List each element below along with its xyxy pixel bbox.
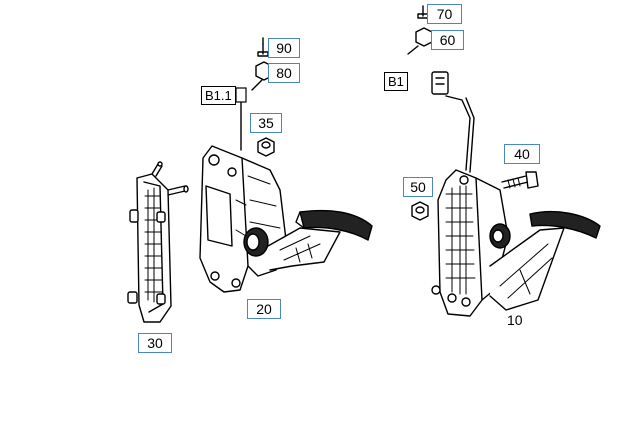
part-30-mounting-plate [127, 161, 189, 323]
callout-30[interactable]: 30 [138, 333, 172, 353]
part-90-contact-pin [257, 37, 269, 57]
part-50-nut [411, 201, 429, 221]
part-60-connector-housing [407, 27, 433, 55]
callout-35[interactable]: 35 [250, 113, 282, 133]
connector-b1[interactable]: B1 [384, 72, 408, 91]
callout-90[interactable]: 90 [268, 38, 300, 58]
callout-10[interactable]: 10 [507, 312, 523, 328]
callout-70[interactable]: 70 [427, 4, 462, 24]
callout-60[interactable]: 60 [431, 30, 464, 50]
connector-b1-1[interactable]: B1.1 [201, 86, 236, 105]
callout-20[interactable]: 20 [247, 299, 281, 319]
callout-50[interactable]: 50 [403, 177, 433, 197]
part-35-nut [257, 137, 275, 157]
part-40-bolt [501, 171, 539, 189]
callout-80[interactable]: 80 [268, 63, 300, 83]
part-10-pedal-assembly [431, 71, 601, 317]
part-20-pedal-module [199, 145, 373, 293]
callout-40[interactable]: 40 [504, 144, 540, 164]
